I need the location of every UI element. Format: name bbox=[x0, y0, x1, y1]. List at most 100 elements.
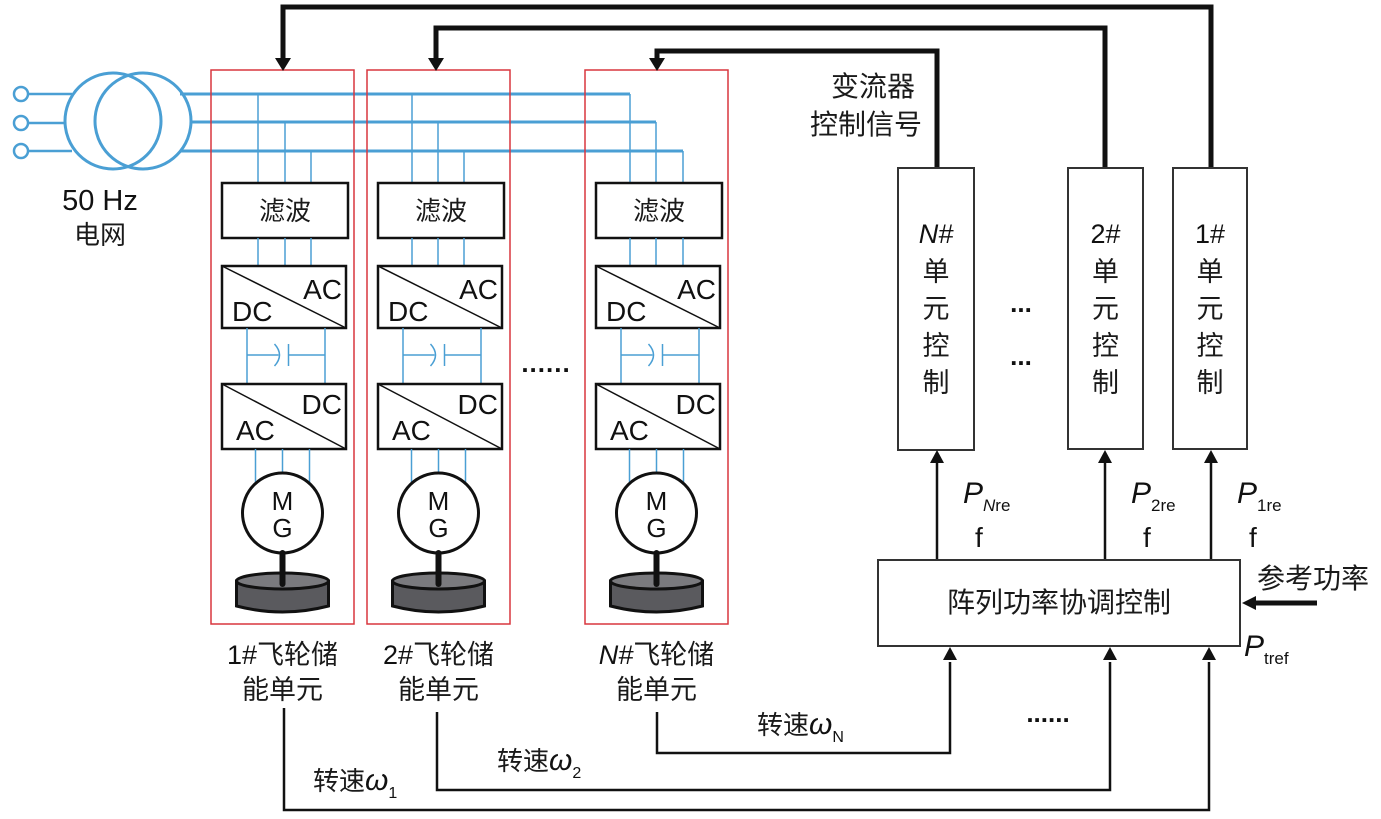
reference-power: 参考功率 Ptref bbox=[1242, 562, 1369, 668]
unit-label-line2: 能单元 bbox=[616, 675, 697, 706]
terminal-c-icon bbox=[12, 142, 30, 160]
power-reference-label: PNre bbox=[963, 477, 1010, 515]
speed-line-2 bbox=[435, 662, 1112, 792]
controller-char: 控 bbox=[1092, 331, 1119, 362]
grid-terminals bbox=[12, 85, 72, 160]
controller-ellipsis: ... ... bbox=[1010, 288, 1032, 371]
controller-char: 元 bbox=[1092, 294, 1119, 325]
unit-label-line2: 能单元 bbox=[242, 675, 323, 706]
converter-diagonal bbox=[221, 265, 347, 329]
control-signal-N bbox=[654, 48, 940, 168]
controller-char: 制 bbox=[1197, 368, 1224, 399]
reference-power-symbol: Ptref bbox=[1244, 630, 1289, 668]
grid-source: 50 Hz 电网 bbox=[12, 71, 193, 251]
unit-ellipsis: ...... bbox=[521, 348, 570, 378]
dc-link-capacitor-icon bbox=[402, 328, 482, 384]
filter-label: 滤波 bbox=[633, 197, 685, 227]
flywheel-icon bbox=[391, 570, 486, 614]
controller-char: 制 bbox=[1092, 368, 1119, 399]
speed-ellipsis: ...... bbox=[1026, 698, 1069, 728]
converter-dc-label: DC bbox=[606, 296, 646, 327]
speed-label-N: 转速ωN bbox=[757, 708, 844, 746]
motor-generator-icon: MG bbox=[615, 471, 698, 555]
converter-diagonal bbox=[221, 383, 347, 450]
speed-arrowheads bbox=[943, 647, 1216, 660]
arrow-down-icon bbox=[649, 58, 665, 71]
reference-P: P bbox=[1244, 630, 1264, 663]
converter-diagonal bbox=[377, 265, 503, 329]
flywheel-icon bbox=[609, 570, 704, 614]
converter-ac-label: AC bbox=[677, 274, 716, 305]
control-signal-arrowheads bbox=[275, 58, 665, 71]
converter-diagonal bbox=[595, 383, 721, 450]
controller-char: 控 bbox=[923, 331, 950, 362]
controller-box bbox=[1172, 167, 1248, 450]
filter-label: 滤波 bbox=[415, 197, 467, 227]
unit-frame bbox=[366, 69, 511, 625]
power-reference-label: P1re bbox=[1237, 477, 1282, 515]
coordinator-label: 阵列功率协调控制 bbox=[947, 586, 1171, 619]
converter-ac-label: AC bbox=[459, 274, 498, 305]
terminal-b-icon bbox=[12, 114, 30, 132]
converter-dc-label: DC bbox=[388, 296, 428, 327]
svg-text:M: M bbox=[428, 486, 450, 516]
arrow-up-icon bbox=[1103, 647, 1117, 660]
converter-diagonal bbox=[595, 265, 721, 329]
arrow-down-icon bbox=[275, 58, 291, 71]
reference-sub: tref bbox=[1264, 649, 1289, 668]
svg-text:G: G bbox=[646, 513, 666, 543]
svg-text:M: M bbox=[646, 486, 668, 516]
flywheel-icon bbox=[235, 570, 330, 614]
flywheel-units: 滤波ACDCDCACMG1#飞轮储能单元滤波ACDCDCACMG2#飞轮储能单元… bbox=[210, 69, 729, 706]
converter-dc-label: DC bbox=[302, 389, 342, 420]
filter-box bbox=[594, 181, 724, 240]
controller-title: N# bbox=[919, 219, 954, 249]
controller-char: 元 bbox=[923, 294, 950, 325]
motor-generator-icon: MG bbox=[241, 471, 324, 555]
arrow-down-icon bbox=[428, 58, 444, 71]
frequency-label: f bbox=[1143, 522, 1151, 553]
arrow-left-icon bbox=[1242, 596, 1256, 610]
controller-ellipsis-top: ... bbox=[1010, 288, 1032, 318]
converter-ac-label: AC bbox=[303, 274, 342, 305]
controller-char: 单 bbox=[923, 257, 950, 288]
svg-text:M: M bbox=[272, 486, 294, 516]
unit-label-line1: 2#飞轮储 bbox=[383, 640, 494, 671]
svg-text:G: G bbox=[272, 513, 292, 543]
converter-dc-label: DC bbox=[458, 389, 498, 420]
filter-box bbox=[376, 181, 506, 240]
filter-box bbox=[220, 181, 350, 240]
terminal-a-icon bbox=[12, 85, 30, 103]
power-reference-label: P2re bbox=[1131, 477, 1176, 515]
grid-label: 电网 bbox=[74, 221, 126, 251]
unit-label-line1: N#飞轮储 bbox=[599, 640, 715, 671]
speed-label-2: 转速ω2 bbox=[497, 744, 581, 782]
motor-generator-icon: MG bbox=[397, 471, 480, 555]
filter-label: 滤波 bbox=[259, 197, 311, 227]
frequency-label: f bbox=[1249, 522, 1257, 553]
arrow-up-icon bbox=[1204, 450, 1218, 463]
grid-frequency: 50 Hz bbox=[62, 185, 138, 217]
converter-dc-label: DC bbox=[676, 389, 716, 420]
controller-char: 单 bbox=[1197, 257, 1224, 288]
controller-title: 1# bbox=[1195, 219, 1225, 249]
controller-char: 控 bbox=[1197, 331, 1224, 362]
three-phase-bus bbox=[180, 92, 683, 153]
converter-signal-label-line1: 变流器 bbox=[831, 70, 915, 103]
arrow-up-icon bbox=[930, 450, 944, 463]
control-signal-1 bbox=[280, 4, 1214, 168]
speed-feedback-lines bbox=[282, 662, 1211, 812]
converter-ac-label: AC bbox=[610, 415, 649, 446]
arrow-up-icon bbox=[1202, 647, 1216, 660]
converter-diagonal bbox=[377, 383, 503, 450]
coordinator-box bbox=[877, 559, 1241, 647]
dc-link-capacitor-icon bbox=[246, 328, 326, 384]
speed-line-N bbox=[655, 662, 952, 755]
